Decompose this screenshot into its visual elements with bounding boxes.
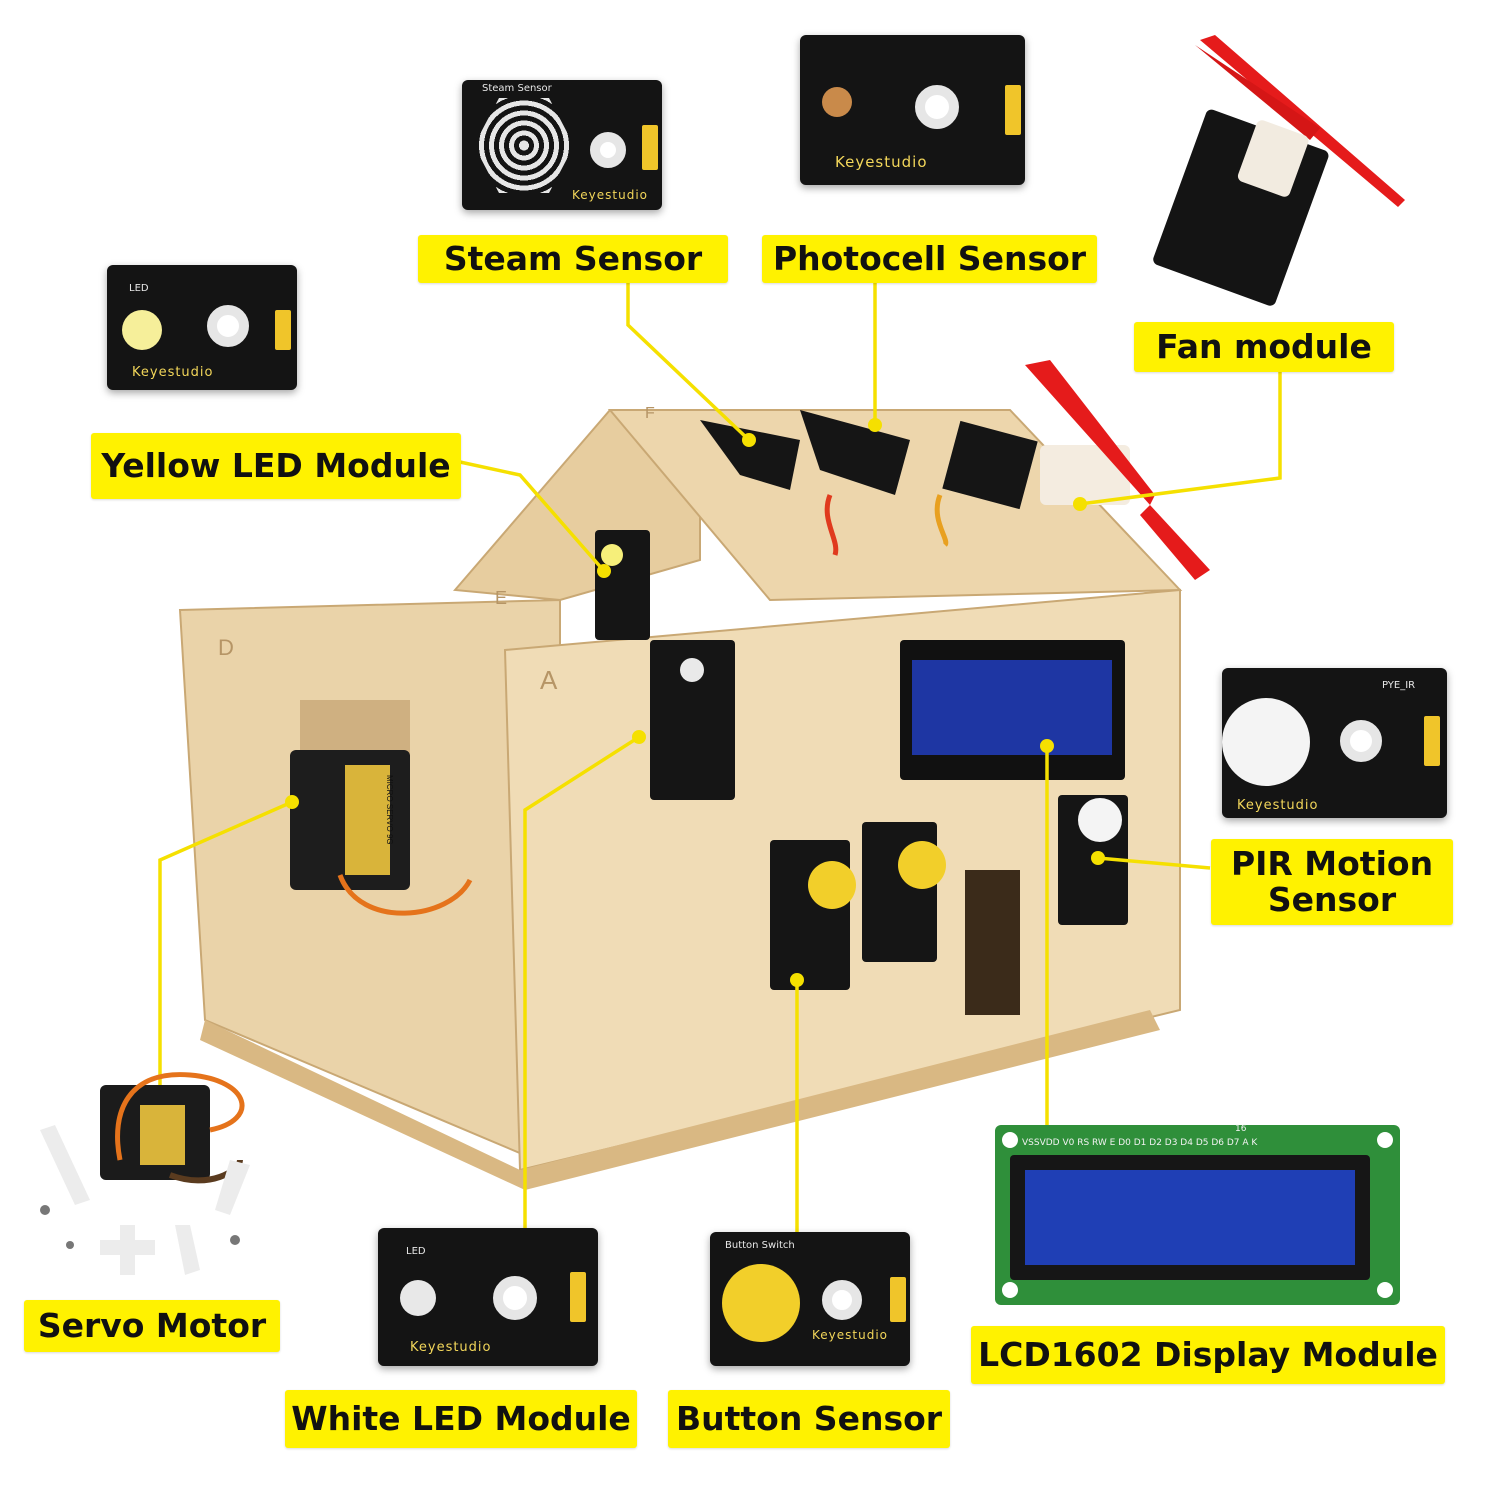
brand-text: Keyestudio <box>132 365 214 380</box>
button-switch-marking: Button Switch <box>725 1240 795 1251</box>
steam-board-title: Steam Sensor <box>482 83 552 94</box>
wooden-house <box>178 360 1210 1190</box>
label-servo-motor: Servo Motor <box>24 1300 280 1352</box>
label-text: Yellow LED Module <box>101 446 451 485</box>
label-text: LCD1602 Display Module <box>978 1335 1438 1374</box>
mount-hole <box>493 1276 537 1320</box>
label-button-sensor: Button Sensor <box>668 1390 950 1448</box>
mount-hole <box>915 85 959 129</box>
fan-module-image <box>1153 35 1405 306</box>
photocell-sensor-board: Keyestudio <box>800 35 1025 185</box>
label-photocell-sensor: Photocell Sensor <box>762 235 1097 283</box>
steam-sensor-board: Steam Sensor Keyestudio <box>462 80 662 210</box>
house-letter-a: A <box>540 665 558 695</box>
mount-hole <box>1340 720 1382 762</box>
pin-header <box>642 125 658 170</box>
lcd-pin-marking: VSSVDD V0 RS RW E D0 D1 D2 D3 D4 D5 D6 D… <box>1022 1138 1258 1148</box>
button-sensor-board: Button Switch Keyestudio <box>710 1232 910 1366</box>
leader-dots <box>285 418 1105 987</box>
label-text: Photocell Sensor <box>772 239 1087 278</box>
servo-label-text: MICRO SERVO 9G <box>385 775 394 845</box>
house-letter-e: E <box>495 588 508 608</box>
pin-header <box>570 1272 586 1322</box>
button-cap <box>722 1264 800 1342</box>
label-white-led-module: White LED Module <box>285 1390 637 1448</box>
leader-lines <box>158 280 1282 1235</box>
mount-hole <box>590 132 626 168</box>
mount-hole <box>822 1280 862 1320</box>
label-pir-motion-sensor: PIR Motion Sensor <box>1211 839 1453 925</box>
label-text-line1: PIR Motion <box>1230 844 1434 883</box>
pin-header <box>1424 716 1440 766</box>
pin-header <box>275 310 291 350</box>
label-text-line2: Sensor <box>1267 880 1397 919</box>
pir-sensor-board: PYE_IR Keyestudio <box>1222 668 1447 818</box>
yellow-led <box>122 310 162 350</box>
label-text: White LED Module <box>291 1399 631 1438</box>
photoresistor <box>822 87 852 117</box>
yellow-led-board: LED Keyestudio <box>107 265 297 390</box>
steam-sensing-pad <box>474 98 574 193</box>
white-led-board: LED Keyestudio <box>378 1228 598 1366</box>
label-text: Fan module <box>1156 327 1372 366</box>
led-marking: LED <box>406 1246 426 1257</box>
house-letter-f: F <box>645 405 655 422</box>
servo-motor-image <box>40 1072 250 1275</box>
label-lcd1602-display-module: LCD1602 Display Module <box>971 1326 1445 1384</box>
brand-text: Keyestudio <box>572 188 648 202</box>
pye-ir-marking: PYE_IR <box>1382 680 1416 691</box>
brand-text: Keyestudio <box>410 1340 492 1355</box>
brand-text: Keyestudio <box>835 153 928 171</box>
lcd-pin16-marking: 16 <box>1235 1124 1247 1134</box>
label-text: Button Sensor <box>675 1399 943 1438</box>
label-text: Servo Motor <box>37 1306 267 1345</box>
house-letter-d: D <box>218 635 234 660</box>
lcd1602-image <box>995 1125 1400 1305</box>
pir-dome <box>1222 698 1310 786</box>
pin-header <box>890 1277 906 1322</box>
pin-header <box>1005 85 1021 135</box>
label-text: Steam Sensor <box>443 239 703 278</box>
label-steam-sensor: Steam Sensor <box>418 235 728 283</box>
label-yellow-led-module: Yellow LED Module <box>91 433 461 499</box>
mount-hole <box>207 305 249 347</box>
brand-text: Keyestudio <box>1237 798 1319 813</box>
white-led <box>400 1280 436 1316</box>
brand-text: Keyestudio <box>812 1328 888 1342</box>
led-marking: LED <box>129 283 149 294</box>
label-fan-module: Fan module <box>1134 322 1394 372</box>
